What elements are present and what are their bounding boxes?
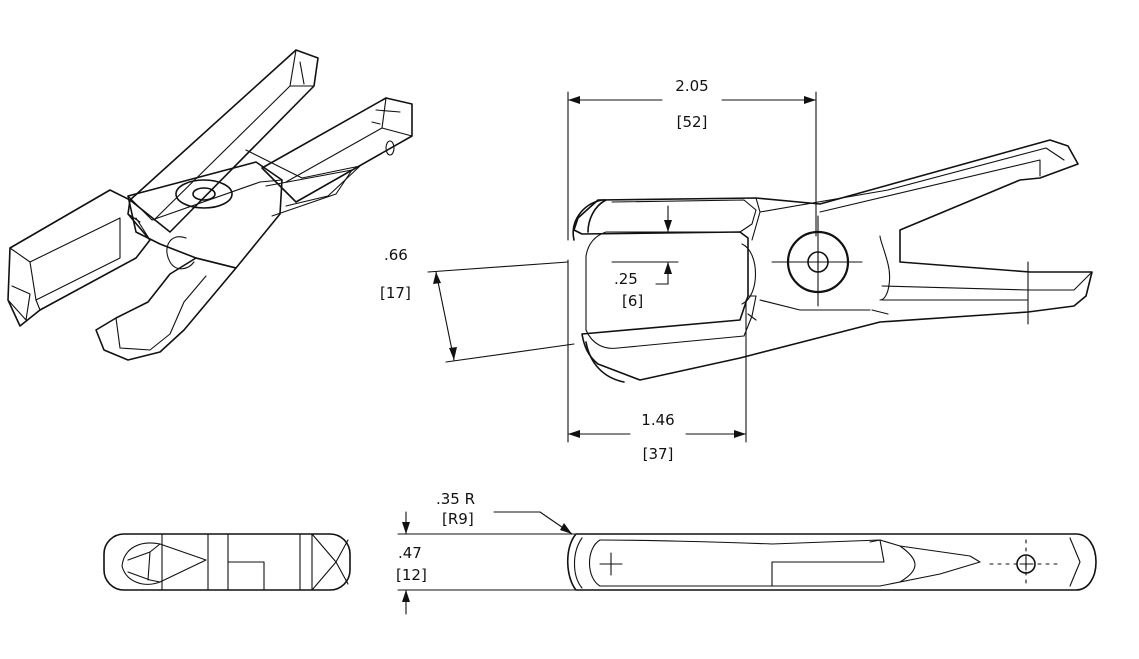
dim-opening-arrow-bottom bbox=[449, 347, 457, 360]
dim-overall-arrow-right bbox=[804, 96, 816, 104]
top-lower-curve bbox=[759, 299, 871, 311]
end-view-step bbox=[227, 561, 265, 591]
iso-lower-handle bbox=[261, 97, 413, 203]
dim-radius-arrow bbox=[560, 523, 572, 534]
iso-pivot-screw-inner bbox=[192, 187, 216, 201]
iso-pivot-body bbox=[127, 161, 283, 269]
top-lower-arm bbox=[881, 271, 1093, 301]
end-view bbox=[103, 533, 351, 591]
iso-upper-handle-groove bbox=[299, 61, 305, 85]
iso-handle-hole bbox=[385, 140, 395, 156]
iso-lower-handle-edge bbox=[285, 97, 413, 183]
side-view-outline bbox=[566, 533, 1097, 591]
iso-lower-handle-groove bbox=[371, 109, 401, 125]
dim-jaw-arrow-left bbox=[568, 430, 580, 438]
top-upper-arm-2 bbox=[819, 159, 1041, 213]
iso-upper-jaw-edge bbox=[7, 247, 41, 321]
iso-slot bbox=[245, 149, 361, 207]
dim-radius-leader bbox=[493, 511, 573, 535]
dim-blade-arrow-top bbox=[664, 220, 672, 232]
dim-opening-line bbox=[435, 271, 455, 361]
dim-blade-mm-label: [6] bbox=[622, 292, 643, 310]
iso-lower-jaw bbox=[95, 257, 237, 361]
dim-opening-ext-upper bbox=[427, 261, 569, 273]
dim-blade-arrow-bottom bbox=[664, 262, 672, 274]
side-view-jaw-face bbox=[573, 537, 601, 589]
top-pivot-body bbox=[573, 139, 1093, 381]
dim-radius-in-label: .35 R bbox=[436, 490, 475, 508]
iso-upper-handle bbox=[129, 49, 319, 233]
dim-opening-ext-lower bbox=[445, 343, 575, 363]
iso-upper-jaw-face-2 bbox=[127, 213, 151, 241]
end-view-left-inner bbox=[127, 543, 161, 583]
iso-upper-jaw bbox=[7, 189, 151, 327]
top-jaw-upper bbox=[572, 199, 607, 241]
dim-opening-in-label: .66 bbox=[384, 246, 408, 264]
top-view: 2.05 [52] 1.46 [37] .66 [17] .25 [6] bbox=[380, 77, 1093, 463]
dim-thickness-arrow-top bbox=[402, 522, 410, 534]
dim-thickness-in-label: .47 bbox=[398, 544, 422, 562]
end-view-left-profile bbox=[121, 542, 207, 585]
top-jaw-lower bbox=[585, 341, 625, 383]
iso-pivot-body-top bbox=[127, 179, 283, 221]
side-view: .47 [12] .35 R [R9] bbox=[396, 490, 1097, 615]
top-upper-arm bbox=[751, 147, 1065, 241]
dim-overall-in-label: 2.05 bbox=[675, 77, 708, 95]
top-lower-arm-outer bbox=[871, 235, 891, 315]
end-view-right-notch bbox=[311, 533, 349, 591]
dim-jaw-in-label: 1.46 bbox=[641, 411, 674, 429]
iso-upper-jaw-face bbox=[29, 217, 121, 301]
iso-lower-jaw-inner bbox=[115, 275, 207, 351]
dim-thickness-arrow-bottom bbox=[402, 590, 410, 602]
iso-upper-handle-edge bbox=[153, 49, 315, 221]
dim-jaw-arrow-right bbox=[734, 430, 746, 438]
top-jaw-inner bbox=[585, 199, 757, 349]
dim-blade-in-label: .25 bbox=[614, 270, 638, 288]
dim-overall-arrow-left bbox=[568, 96, 580, 104]
dim-opening-mm-label: [17] bbox=[380, 284, 411, 302]
side-view-blade-2 bbox=[771, 539, 981, 587]
side-view-blade bbox=[599, 539, 885, 587]
dim-radius-mm-label: [R9] bbox=[442, 510, 474, 528]
side-view-tip bbox=[899, 537, 1081, 587]
dim-overall-mm-label: [52] bbox=[677, 113, 708, 131]
dim-jaw-mm-label: [37] bbox=[643, 445, 674, 463]
iso-slot-2 bbox=[265, 169, 353, 217]
end-view-outline bbox=[103, 533, 351, 591]
dim-opening-arrow-top bbox=[433, 272, 441, 284]
top-mid-curve bbox=[741, 243, 757, 321]
iso-jaw-curve bbox=[166, 236, 195, 270]
iso-pivot-screw-outer bbox=[175, 179, 233, 209]
dim-thickness-mm-label: [12] bbox=[396, 566, 427, 584]
isometric-view bbox=[7, 49, 413, 361]
